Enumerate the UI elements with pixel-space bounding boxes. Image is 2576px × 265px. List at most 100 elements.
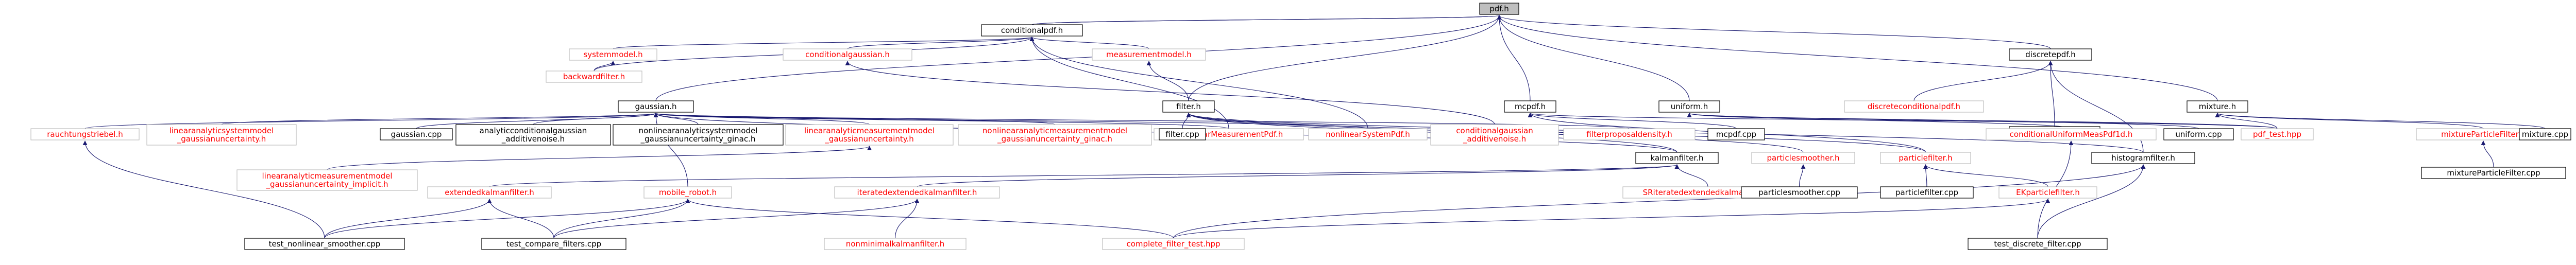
node-label: systemmodel.h [583, 50, 642, 59]
node-box [1880, 152, 1971, 164]
edge-test_compare_filters-to-extendedkalmanfilter_h [487, 199, 554, 239]
node-mixture-h[interactable]: mixture.h [2187, 100, 2248, 113]
node-nonlinearSystemPdf-h: nonlinearSystemPdf.h [1308, 128, 1428, 140]
edge-rauchtungstriebel_h-to-gaussian_h [84, 113, 658, 129]
node-histogramfilter-h[interactable]: histogramfilter.h [2091, 152, 2195, 164]
node-particlesmoother-h: particlesmoother.h [1751, 152, 1855, 164]
edge-test_compare_filters-to-mobile_robot_h [553, 199, 690, 239]
edge-cond_gauss_additive-to-conditionalgaussian_h [845, 61, 1495, 125]
node-label: EKparticlefilter.h [2016, 188, 2080, 197]
node-gaussian-cpp[interactable]: gaussian.cpp [380, 128, 453, 140]
node-label: filterproposaldensity.h [1586, 130, 1672, 139]
node-label: nonlinearanalyticsystemmodel_gaussianunc… [639, 126, 758, 144]
node-label: mcpdf.h [1515, 102, 1546, 111]
node-mixture-cpp[interactable]: mixture.cpp [2519, 128, 2571, 140]
node-mcpdf-cpp[interactable]: mcpdf.cpp [1707, 128, 1765, 140]
edge-pdf_test_hpp-to-uniform_h [1687, 113, 2278, 129]
node-complete-filter-test: complete_filter_test.hpp [1102, 238, 1245, 250]
node-label: mcpdf.cpp [1716, 130, 1756, 139]
node-box [236, 169, 418, 191]
edge-pdf_test_hpp-to-mixture_h [2215, 113, 2278, 129]
node-lin-sys-gauss-unc: linearanalyticsystemmodel_gaussianuncert… [146, 124, 297, 146]
node-label: particlefilter.h [1899, 153, 1952, 163]
node-nonlin-sys-gauss-ginac[interactable]: nonlinearanalyticsystemmodel_gaussianunc… [613, 124, 784, 146]
node-filter-h[interactable]: filter.h [1162, 100, 1215, 113]
node-label: histogramfilter.h [2111, 153, 2175, 163]
node-label: pdf.h [1489, 4, 1509, 13]
node-box [1707, 128, 1765, 140]
node-label: uniform.h [1671, 102, 1708, 111]
node-particlesmoother-cpp[interactable]: particlesmoother.cpp [1741, 186, 1858, 199]
node-pdf-h[interactable]: pdf.h [1479, 3, 1519, 15]
node-conditionalpdf-h[interactable]: conditionalpdf.h [981, 24, 1083, 37]
edge-mixtureParticleFilter_h-to-mixture_h [2215, 113, 2484, 129]
edge-lin_sys_gauss_unc-to-gaussian_h [221, 113, 658, 125]
node-nonlin-meas-gauss-ginac: nonlinearanalyticmeasurementmodel_gaussi… [958, 124, 1152, 146]
node-box [146, 124, 297, 146]
node-mixtureParticleFilter-h: mixtureParticleFilter.h [2416, 128, 2551, 140]
node-iteratedextendedkalmanfilter-h: iteratedextendedkalmanfilter.h [834, 186, 1000, 199]
node-uniform-h[interactable]: uniform.h [1658, 100, 1720, 113]
node-label: uniform.cpp [2175, 130, 2222, 139]
node-label: complete_filter_test.hpp [1126, 239, 1220, 249]
node-label: mobile_robot.h [659, 188, 717, 198]
edge-lin_meas_gauss_unc-to-gaussian_h [653, 113, 870, 125]
node-label: test_nonlinear_smoother.cpp [269, 239, 381, 249]
node-label: linearanalyticmeasurementmodel_gaussianu… [262, 171, 392, 189]
node-label: rauchtungstriebel.h [47, 130, 123, 139]
node-box [2091, 152, 2195, 164]
node-rauchtungstriebel-h: rauchtungstriebel.h [30, 128, 140, 140]
node-cond-gauss-add[interactable]: analyticconditionalgaussian_additivenois… [455, 124, 611, 146]
node-box [785, 124, 954, 146]
node-label: gaussian.cpp [391, 130, 442, 139]
node-label: discreteconditionalpdf.h [1868, 102, 1960, 111]
node-box [1635, 152, 1719, 164]
node-label: backwardfilter.h [563, 72, 625, 81]
node-kalmanfilter-h[interactable]: kalmanfilter.h [1635, 152, 1719, 164]
node-box [824, 238, 967, 250]
node-label: mixture.cpp [2522, 130, 2568, 139]
edge-iteratedextendedkalmanfilter_h-to-kalmanfilter_h [917, 164, 1679, 187]
node-box [1844, 100, 1984, 113]
node-uniform-cpp[interactable]: uniform.cpp [2163, 128, 2234, 140]
node-box [1479, 3, 1519, 15]
node-test-compare-filters[interactable]: test_compare_filters.cpp [481, 238, 626, 250]
edge-test_nonlinear_smoother-to-rauchtungstriebel_h [82, 140, 325, 239]
node-label: conditionalgaussian_additivenoise.h [1456, 126, 1533, 144]
edge-particlefilter_cpp-to-particlefilter_h [1923, 164, 1928, 187]
node-box [958, 124, 1152, 146]
node-pdf-test-hpp: pdf_test.hpp [2241, 128, 2314, 140]
edge-complete_filter_test-to-EKparticlefilter_h [1173, 199, 2050, 239]
edge-pdf_test_hpp-to-mcpdf_h [1528, 113, 2278, 129]
edge-mixture_h-to-pdf_h [1497, 15, 2218, 101]
edge-test_nonlinear_smoother-to-mobile_robot_h [324, 199, 690, 239]
node-box [546, 70, 642, 83]
node-particlefilter-cpp[interactable]: particlefilter.cpp [1880, 186, 1974, 199]
node-mcpdf-h[interactable]: mcpdf.h [1504, 100, 1556, 113]
edge-test_discrete_filter-to-histogramfilter_h [2037, 164, 2146, 239]
node-box [618, 100, 694, 113]
node-box [1430, 124, 1559, 146]
edge-siterated_ekf_h-to-kalmanfilter_h [1674, 164, 1708, 187]
node-discretepdf-h[interactable]: discretepdf.h [2009, 48, 2092, 61]
node-label: test_discrete_filter.cpp [1994, 239, 2081, 249]
node-mixtureParticleFilter-cpp[interactable]: mixtureParticleFilter.cpp [2421, 167, 2566, 179]
node-label: pdf_test.hpp [2253, 130, 2301, 139]
node-conditionalgaussian-h: conditionalgaussian.h [783, 48, 912, 61]
node-cond-uniform-mean: conditionalUniformMeasPdf1d.h [1986, 128, 2157, 140]
node-filter-cpp[interactable]: filter.cpp [1159, 128, 1206, 140]
node-test-nonlinear-smoother[interactable]: test_nonlinear_smoother.cpp [244, 238, 405, 250]
node-label: linearanalyticmeasurementmodel_gaussianu… [804, 126, 935, 144]
node-box [1092, 48, 1206, 61]
edge-extendedkalmanfilter_h-to-kalmanfilter_h [489, 164, 1679, 187]
node-label: nonlinearanalyticmeasurementmodel_gaussi… [982, 126, 1127, 144]
edge-nonminimalkalmanfilter_h-to-iteratedextendedkalmanfilter_h [894, 199, 920, 239]
node-test-discrete-filter[interactable]: test_discrete_filter.cpp [1968, 238, 2108, 250]
edges-layer [82, 15, 2546, 239]
node-label: nonminimalkalmanfilter.h [846, 239, 945, 249]
node-box [2421, 167, 2566, 179]
node-discreteconditionalpdf-h: discreteconditionalpdf.h [1844, 100, 1984, 113]
edge-measurementmodel_h-to-conditionalpdf_h [1029, 37, 1149, 49]
node-gaussian-h[interactable]: gaussian.h [618, 100, 694, 113]
node-box [427, 186, 552, 199]
